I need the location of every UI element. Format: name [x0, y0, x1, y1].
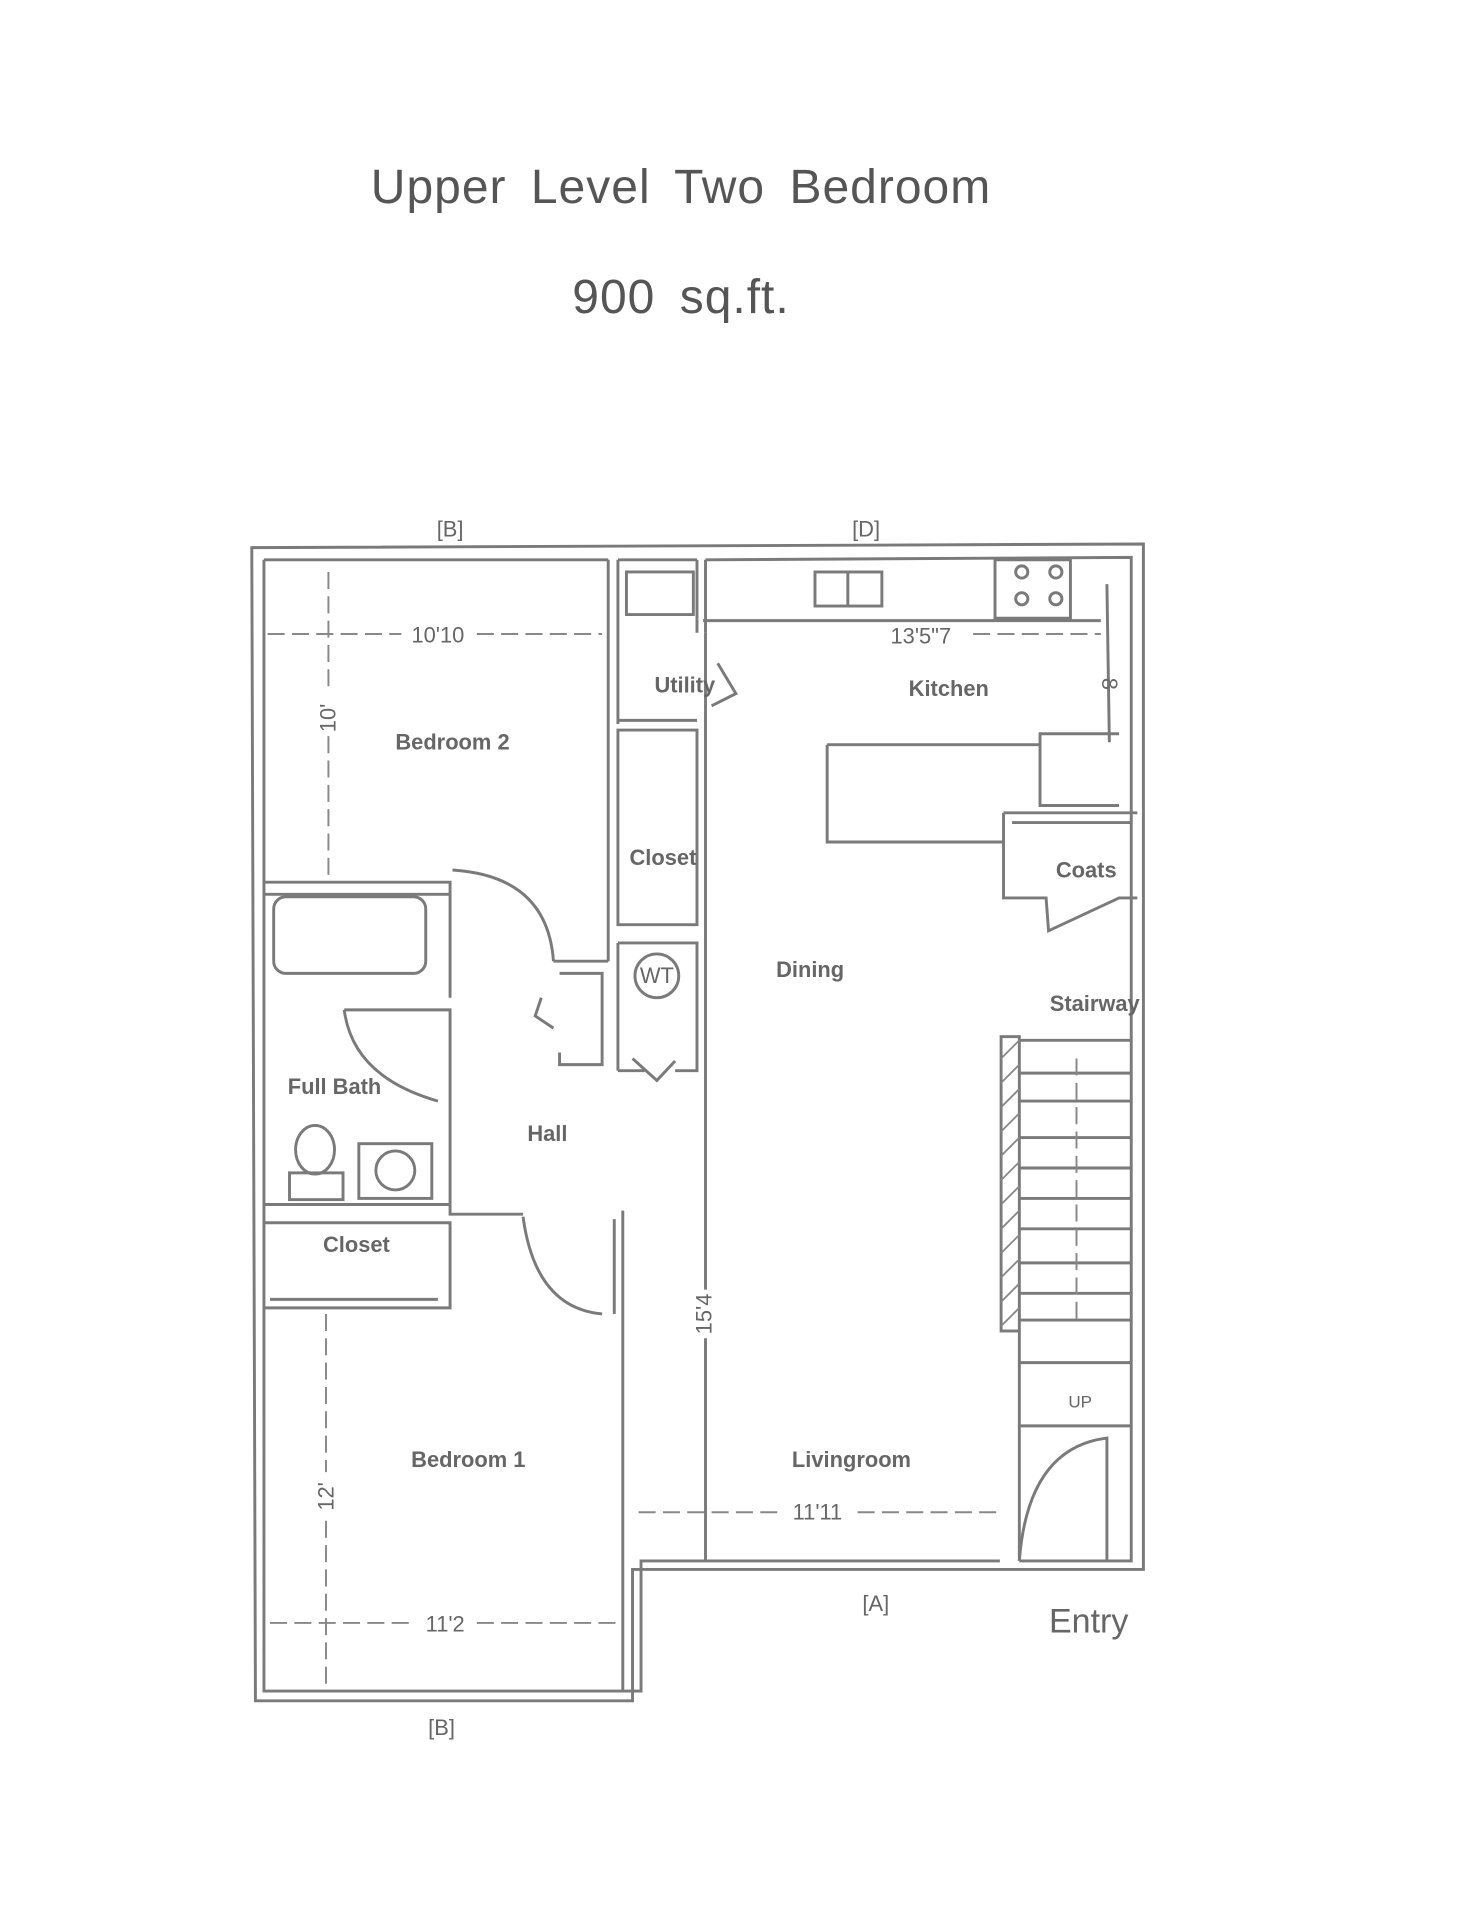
plan-area: 900 sq.ft.	[572, 271, 790, 324]
dim-living-width: 11'11	[793, 1500, 843, 1525]
outer-walls	[250, 542, 1145, 1703]
stove-icon	[993, 558, 1072, 620]
dim-bedroom1-depth: 12'	[313, 1482, 338, 1511]
dim-bedroom1-width: 11'2	[426, 1611, 465, 1636]
dim-bedroom2-depth: 10'	[316, 704, 341, 733]
room-label-bedroom2: Bedroom 2	[395, 730, 509, 755]
plan-title: Upper Level Two Bedroom	[370, 161, 992, 214]
room-label-livingroom: Livingroom	[792, 1447, 911, 1472]
room-label-hall: Hall	[527, 1121, 567, 1146]
elevation-mark-top-left: [B]	[437, 517, 464, 542]
room-label-kitchen: Kitchen	[909, 676, 989, 701]
stair-rail	[999, 1035, 1021, 1333]
water-tank-label: WT	[640, 963, 674, 988]
room-label-dining: Dining	[776, 957, 844, 982]
elevation-mark-front: [A]	[862, 1591, 889, 1616]
dim-bedroom2-width: 10'10	[411, 623, 464, 648]
room-label-coats: Coats	[1056, 857, 1117, 882]
room-label-stairway: Stairway	[1050, 991, 1141, 1016]
room-label-bedroom1: Bedroom 1	[411, 1447, 525, 1472]
dim-kitchen-width: 13'5"7	[891, 624, 952, 649]
room-label-closet-lower: Closet	[323, 1232, 391, 1257]
room-label-closet-upper: Closet	[630, 845, 698, 870]
dim-kitchen-depth: 8	[1097, 678, 1122, 690]
entry-label: Entry	[1049, 1603, 1128, 1641]
dimension-lines	[267, 571, 1101, 1689]
interior-walls	[263, 558, 1138, 1692]
room-label-utility: Utility	[654, 672, 716, 697]
stairs-up-label: UP	[1068, 1393, 1092, 1412]
dim-living-depth: 15'4	[692, 1294, 717, 1335]
room-label-full-bath: Full Bath	[288, 1074, 382, 1099]
elevation-mark-top-right: [D]	[852, 517, 880, 542]
elevation-mark-bottom-left: [B]	[428, 1715, 455, 1740]
